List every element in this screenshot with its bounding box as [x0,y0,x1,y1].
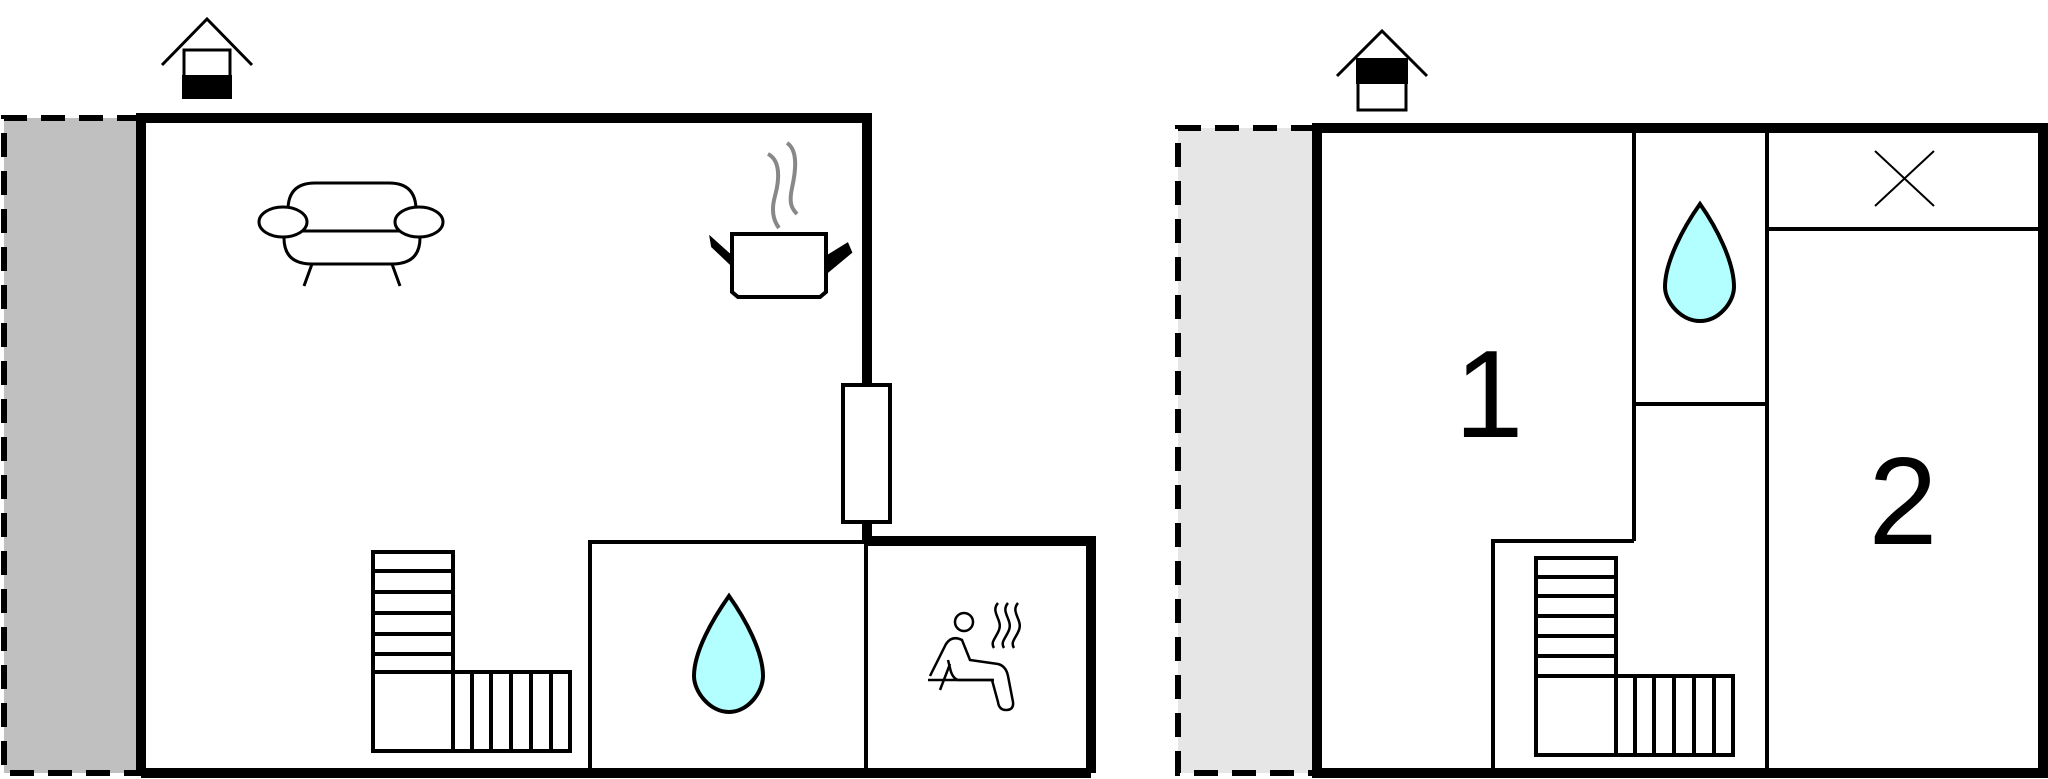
upper-floor-plan: 1 2 [1175,28,2048,778]
room-number-1: 1 [1455,326,1524,464]
door-icon [841,383,892,524]
terrace-dashed-outline [1,115,141,776]
house-level-icon [160,16,254,99]
cross-icon [1874,150,1935,207]
upper-floor-walls [1312,123,2048,778]
ground-floor-plan [1,16,1096,778]
terrace-dashed-outline-upper [1175,125,1315,776]
sauna-icon [928,602,1022,712]
water-drop-icon [691,592,766,715]
water-drop-icon [1662,200,1737,324]
ground-floor-walls [136,113,1096,778]
upper-interior-walls [1491,130,2040,773]
terrace-area-upper [1175,125,1315,776]
terrace-fill [4,118,141,773]
room-number-2: 2 [1869,433,1938,571]
cooking-pot-icon [709,141,853,299]
sofa-icon [257,181,445,287]
house-level-icon [1335,28,1429,112]
terrace-fill-upper [1178,128,1315,773]
terrace-area [1,115,141,776]
staircase-icon [371,550,572,753]
staircase-icon [1534,556,1735,757]
